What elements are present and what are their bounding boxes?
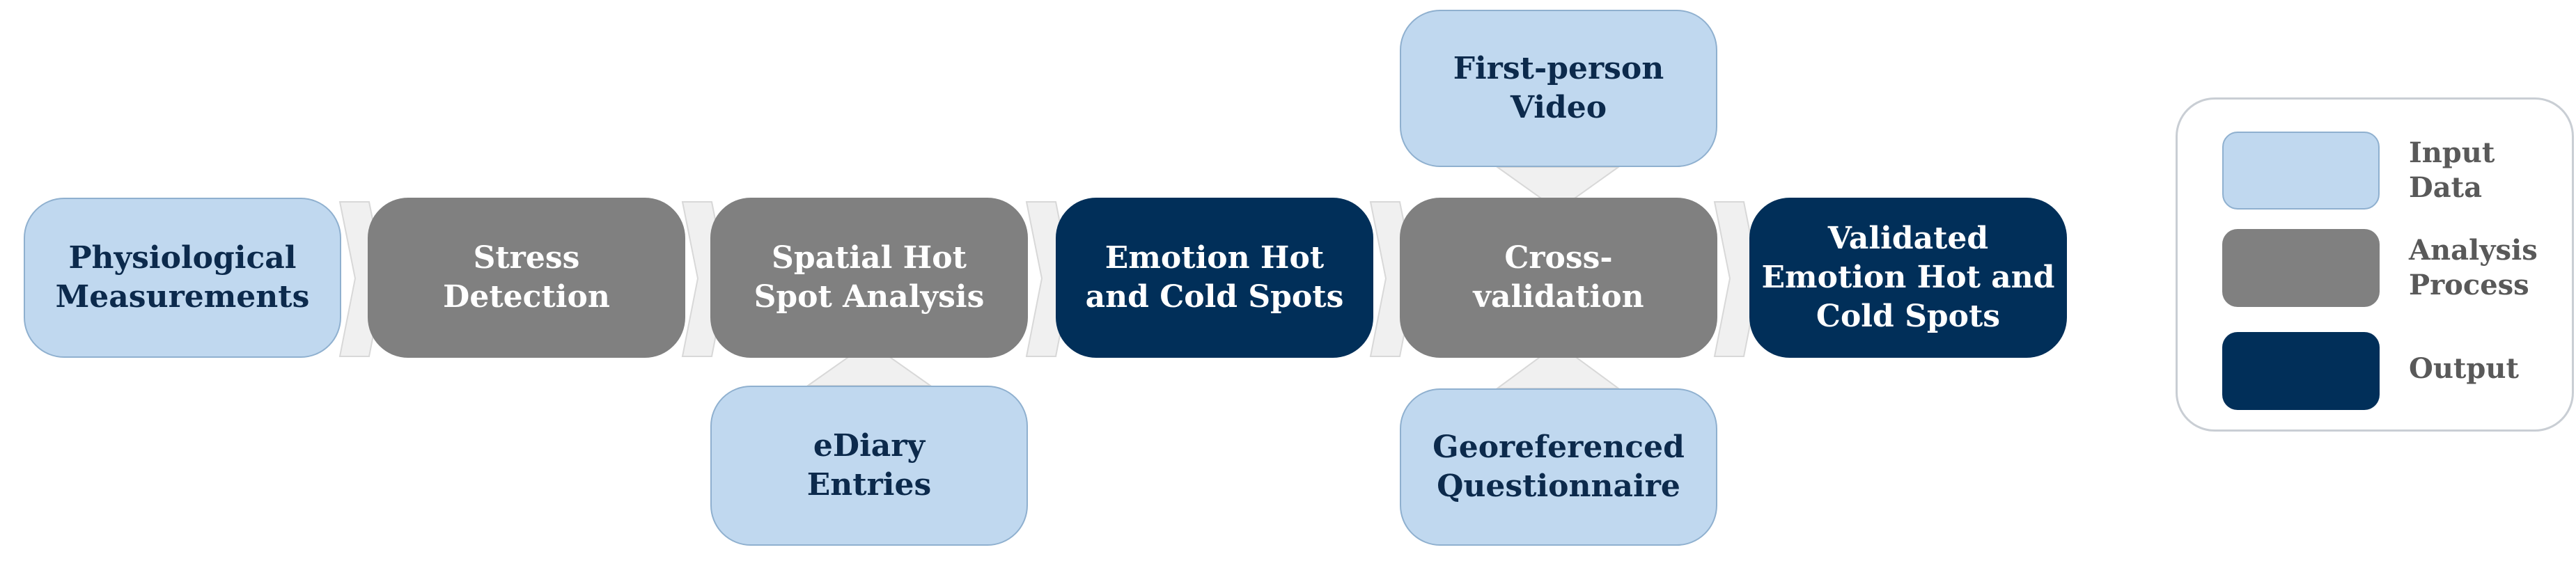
legend-swatch-output	[2222, 332, 2380, 410]
node-questionnaire-line1: Georeferenced	[1433, 429, 1685, 465]
node-cross-line1: Cross-	[1504, 240, 1613, 276]
legend-label-output: Output	[2409, 352, 2519, 386]
node-emotion-line1: Emotion Hot	[1104, 240, 1325, 276]
legend-label-input: Input Data	[2409, 136, 2495, 205]
legend: Input Data Analysis Process Output	[2176, 97, 2574, 432]
node-first-person-video: First-person Video	[1400, 10, 1717, 167]
connector-cross-validated	[1713, 201, 1761, 357]
node-validated-line2: Emotion Hot and	[1761, 260, 2055, 295]
connector-video-cross	[1494, 166, 1621, 212]
legend-output-line1: Output	[2409, 352, 2519, 385]
node-physiological-line1: Physiological	[68, 240, 297, 276]
node-validated-line3: Cold Spots	[1816, 299, 2001, 334]
node-validated-line1: Validated	[1827, 221, 1989, 256]
node-physiological-measurements: Physiological Measurements	[24, 198, 341, 358]
legend-swatch-process	[2222, 229, 2380, 307]
node-physiological-line2: Measurements	[55, 279, 310, 315]
node-stress-detection: Stress Detection	[368, 198, 685, 358]
node-spatial-hot-spot-analysis: Spatial Hot Spot Analysis	[710, 198, 1028, 358]
node-video-line2: Video	[1510, 90, 1607, 125]
node-ediary-entries: eDiary Entries	[710, 386, 1028, 546]
legend-process-line1: Analysis	[2409, 234, 2538, 267]
node-validated-emotion-hot-cold-spots: Validated Emotion Hot and Cold Spots	[1749, 198, 2067, 358]
node-spatial-line2: Spot Analysis	[754, 279, 985, 315]
node-emotion-hot-cold-spots: Emotion Hot and Cold Spots	[1056, 198, 1373, 358]
node-spatial-line1: Spatial Hot	[772, 240, 967, 276]
node-video-line1: First-person	[1453, 51, 1664, 86]
node-stress-line1: Stress	[473, 240, 580, 276]
node-emotion-line2: and Cold Spots	[1085, 279, 1344, 315]
node-ediary-line1: eDiary	[813, 428, 926, 464]
legend-swatch-input	[2222, 132, 2380, 210]
node-questionnaire-line2: Questionnaire	[1437, 468, 1680, 504]
node-ediary-line2: Entries	[806, 467, 932, 503]
legend-input-line1: Input	[2409, 136, 2495, 169]
legend-input-line2: Data	[2409, 171, 2482, 204]
legend-label-process: Analysis Process	[2409, 233, 2538, 303]
node-cross-line2: validation	[1473, 279, 1644, 315]
legend-process-line2: Process	[2409, 269, 2529, 301]
node-georeferenced-questionnaire: Georeferenced Questionnaire	[1400, 388, 1717, 546]
node-stress-line2: Detection	[443, 279, 610, 315]
node-cross-validation: Cross- validation	[1400, 198, 1717, 358]
